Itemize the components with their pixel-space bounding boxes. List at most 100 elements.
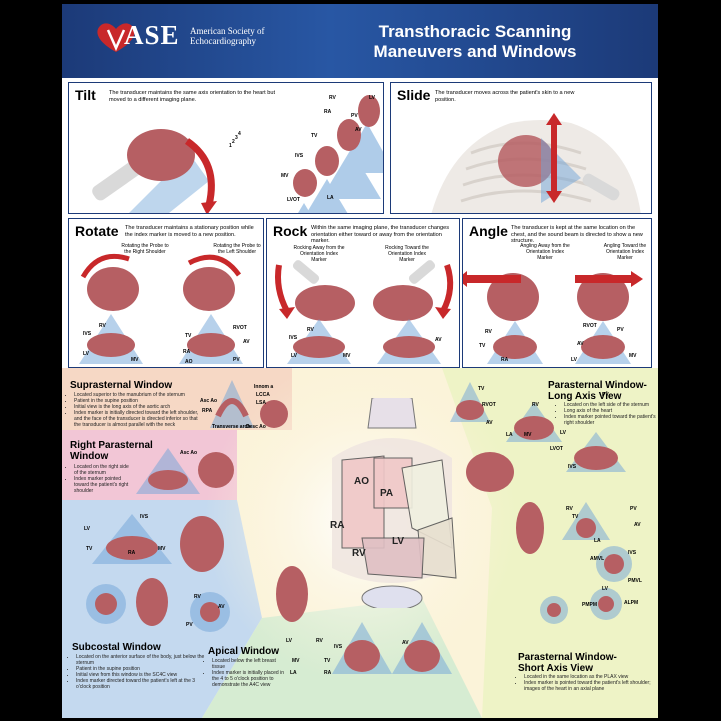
subcostal-label-tv: TV xyxy=(86,546,93,552)
plax-window-title: Parasternal Window-Long Axis View xyxy=(548,380,647,402)
angle-label-av: AV xyxy=(577,341,584,347)
tilt-description: The transducer maintains the same axis o… xyxy=(109,90,276,103)
psax-illustration xyxy=(516,502,632,624)
rock-caption-toward: Rocking Toward the Orientation Index Mar… xyxy=(385,245,429,263)
psax-window-title: Parasternal Window-Short Axis View xyxy=(518,652,617,674)
plax-label-rvot: RVOT xyxy=(482,402,496,408)
apical-label-rv: RV xyxy=(316,638,323,644)
subcostal-label-av: AV xyxy=(218,604,225,610)
apical-window-title: Apical Window xyxy=(208,646,280,657)
psax-label-pmpm: PMPM xyxy=(582,602,597,608)
slide-illustration xyxy=(431,113,641,213)
plax-label-rv: RV xyxy=(532,402,539,408)
suprasternal-label-asc-ao: Asc Ao xyxy=(200,398,218,404)
angle-label-rv: RV xyxy=(485,329,492,335)
apical-illustration xyxy=(276,566,452,674)
angle-title: Angle xyxy=(469,223,508,239)
plax-label-lv: LV xyxy=(560,430,567,436)
rock-label-mv: MV xyxy=(343,353,351,359)
center-label-pa: PA xyxy=(380,488,394,499)
rotate-caption-right-shoulder: Rotating the Probe to the Right Shoulder xyxy=(121,243,169,255)
plax-window-bullets: Located on the left side of the sternum … xyxy=(558,402,658,426)
tilt-number-4: 4 xyxy=(238,131,241,137)
subcostal-window-title: Subcostal Window xyxy=(72,642,161,653)
subcostal-illustration xyxy=(86,514,230,632)
suprasternal-label-lsa: LSA xyxy=(256,400,266,406)
plax-label-la: LA xyxy=(506,432,513,438)
rock-label-lv: LV xyxy=(291,353,298,359)
rotate-label-tv: TV xyxy=(185,333,192,339)
angle-label-mv: MV xyxy=(629,353,637,359)
rotate-description: The transducer maintains a stationary po… xyxy=(125,225,254,238)
rock-illustration xyxy=(275,260,454,364)
angle-caption-toward: Angling Toward the Orientation Index Mar… xyxy=(603,243,647,261)
rotate-label-mv: MV xyxy=(131,357,139,363)
psax-window-bullets: Located in the same location as the PLAX… xyxy=(518,674,658,692)
rock-label-rv: RV xyxy=(307,327,314,333)
angle-label-pv: PV xyxy=(617,327,624,333)
tilt-label-pv: PV xyxy=(351,113,358,119)
psax-label-ivs: IVS xyxy=(628,550,637,556)
windows-section: AO PA RA LV RV Suprasternal Window Locat… xyxy=(62,368,658,718)
rock-label-ivs: IVS xyxy=(289,335,298,341)
tilt-illustration xyxy=(92,95,383,213)
suprasternal-label-transverse-arch: Transverse arch xyxy=(212,424,251,430)
rotate-label-rv: RV xyxy=(99,323,106,329)
angle-label-tv: TV xyxy=(479,343,486,349)
center-label-lv: LV xyxy=(392,536,405,547)
tilt-title: Tilt xyxy=(75,87,96,103)
tilt-label-ivs: IVS xyxy=(295,153,304,159)
rotate-title: Rotate xyxy=(75,223,119,239)
angle-label-lv: LV xyxy=(571,357,578,363)
psax-label-av: AV xyxy=(634,522,641,528)
right-parasternal-window-bullets: Located on the right side of the sternum… xyxy=(68,464,134,494)
angle-panel: Angle The transducer is kept at the same… xyxy=(462,218,652,368)
apical-label-lv: LV xyxy=(286,638,293,644)
apical-label-tv: TV xyxy=(324,658,331,664)
subcostal-label-rv: RV xyxy=(194,594,201,600)
tilt-number-2: 2 xyxy=(232,139,235,145)
apical-label-la: LA xyxy=(290,670,297,676)
rotate-label-lv: LV xyxy=(83,351,90,357)
center-label-ao: AO xyxy=(354,476,369,487)
logo-text: ASE xyxy=(124,20,180,50)
angle-label-ra: RA xyxy=(501,357,509,363)
angle-caption-away: Angling Away from the Orientation Index … xyxy=(520,243,570,261)
subcostal-label-ivs: IVS xyxy=(140,514,149,520)
apical-label-ra: RA xyxy=(324,670,332,676)
tilt-label-lvot: LVOT xyxy=(287,197,300,203)
rotate-label-ivs: IVS xyxy=(83,331,92,337)
slide-description: The transducer moves across the patient'… xyxy=(435,90,575,103)
psax-label-pmvl: PMVL xyxy=(628,578,642,584)
apical-label-av: AV xyxy=(402,640,409,646)
psax-label-rv: RV xyxy=(566,506,573,512)
psax-label-tv: TV xyxy=(572,514,579,520)
tilt-number-3: 3 xyxy=(235,135,238,141)
suprasternal-label-desc-ao: Desc Ao xyxy=(246,424,266,430)
suprasternal-label-rpa: RPA xyxy=(202,408,213,414)
apical-label-ivs: IVS xyxy=(334,644,343,650)
psax-label-alpm: ALPM xyxy=(624,600,639,606)
subcostal-window-bullets: Located on the anterior surface of the b… xyxy=(70,654,208,690)
plax-label-av: AV xyxy=(486,420,493,426)
rock-description: Within the same imaging plane, the trans… xyxy=(311,225,450,244)
right-parasternal-illustration xyxy=(136,448,234,494)
subcostal-label-pv: PV xyxy=(186,622,193,628)
angle-label-rvot: RVOT xyxy=(583,323,597,329)
angle-description: The transducer is kept at the same locat… xyxy=(511,225,643,244)
rotate-panel: Rotate The transducer maintains a statio… xyxy=(68,218,264,368)
suprasternal-label-lcca: LCCA xyxy=(256,392,270,398)
suprasternal-illustration xyxy=(210,380,288,428)
right-parasternal-label-asc-ao: Asc Ao xyxy=(180,450,198,456)
rotate-label-ra: RA xyxy=(183,349,191,355)
tilt-label-ra: RA xyxy=(324,109,332,115)
plax-illustration xyxy=(450,382,626,492)
rotate-illustration xyxy=(79,253,243,364)
rock-panel: Rock Within the same imaging plane, the … xyxy=(266,218,460,368)
center-label-rv: RV xyxy=(352,548,366,559)
rotate-caption-left-shoulder: Rotating the Probe to the Left Shoulder xyxy=(213,243,261,255)
rock-label-av: AV xyxy=(435,337,442,343)
center-heart-diagram xyxy=(332,398,457,608)
psax-label-pv: PV xyxy=(630,506,637,512)
